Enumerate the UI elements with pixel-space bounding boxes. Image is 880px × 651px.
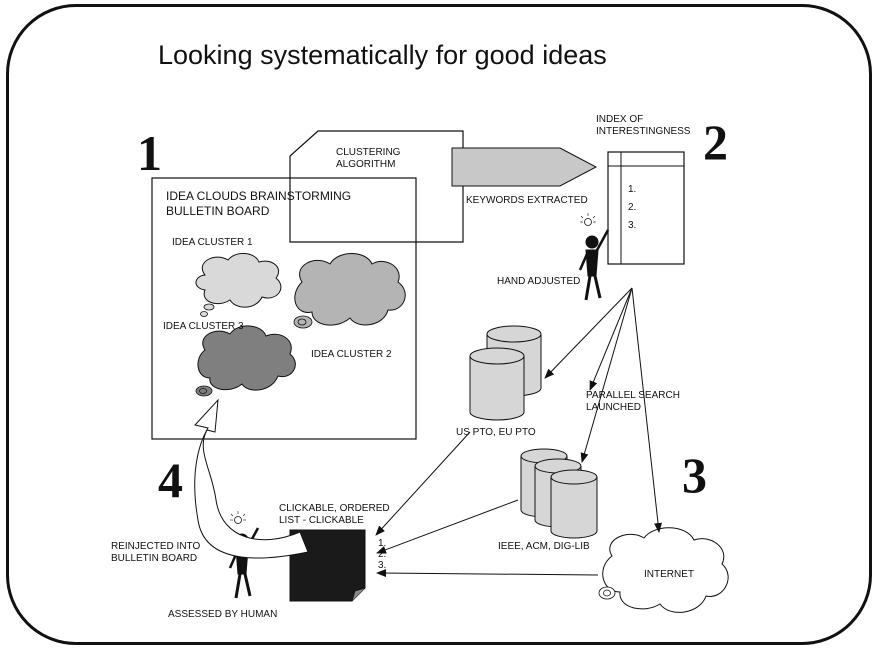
idea-cloud-1 (195, 253, 282, 317)
step-1-number: 1 (137, 125, 162, 181)
index-items: 1. 2. 3. (628, 181, 636, 235)
parallel-search-label-line2: LAUNCHED (586, 402, 642, 413)
idea-cluster-3-label: IDEA CLUSTER 3 (163, 321, 244, 332)
result-item: 2. (378, 549, 387, 560)
parallel-search-label: PARALLEL SEARCH LAUNCHED (586, 390, 680, 414)
index-document (607, 151, 685, 265)
page-title: Looking systematically for good ideas (158, 40, 607, 70)
index-label-line2: INTERESTINGNESS (596, 126, 691, 137)
internet-label: INTERNET (644, 569, 694, 580)
index-item: 3. (628, 220, 637, 231)
libraries-label: IEEE, ACM, DIG-LIB (498, 541, 590, 552)
clickable-list-label: CLICKABLE, ORDERED LIST - CLICKABLE (279, 503, 390, 527)
index-label: INDEX OF INTERESTINGNESS (596, 114, 690, 138)
index-item: 1. (628, 184, 637, 195)
keywords-extracted-label: KEYWORDS EXTRACTED (466, 195, 588, 206)
search-arrows (544, 287, 662, 533)
step-4-number: 4 (158, 452, 183, 508)
clustering-algorithm-card (289, 130, 464, 243)
person-figure-hand-adjusted (578, 213, 610, 301)
reinjected-label-line1: REINJECTED INTO (111, 541, 201, 552)
hand-adjusted-label: HAND ADJUSTED (497, 276, 581, 287)
clickable-label-line2: LIST - CLICKABLE (279, 515, 364, 526)
bulletin-board-label-line1: IDEA CLOUDS BRAINSTORMING (166, 189, 352, 203)
parallel-search-label-line1: PARALLEL SEARCH (586, 390, 680, 401)
clustering-algorithm-label: CLUSTERING ALGORITHM (336, 147, 400, 171)
reinject-arrow (194, 398, 309, 559)
index-item: 2. (628, 202, 637, 213)
bulletin-board-label-line2: BULLETIN BOARD (166, 204, 270, 218)
clustering-label-line1: CLUSTERING (336, 147, 401, 158)
clickable-label-line1: CLICKABLE, ORDERED (279, 503, 390, 514)
database-libraries (520, 448, 598, 539)
internet-cloud (598, 527, 729, 613)
idea-cloud-2 (293, 253, 406, 329)
clustering-label-line2: ALGORITHM (336, 159, 396, 170)
idea-cloud-3 (195, 325, 296, 397)
database-patent-offices (469, 325, 542, 421)
idea-cluster-1-label: IDEA CLUSTER 1 (172, 237, 253, 248)
step-2-number: 2 (703, 114, 728, 170)
keyword-arrow (451, 147, 598, 187)
reinjected-label: REINJECTED INTO BULLETIN BOARD (111, 541, 200, 565)
bulletin-board-label: IDEA CLOUDS BRAINSTORMING BULLETIN BOARD (166, 189, 351, 219)
patent-offices-label: US PTO, EU PTO (456, 427, 536, 438)
assessed-by-human-label: ASSESSED BY HUMAN (168, 609, 278, 620)
rounded-frame (6, 4, 872, 645)
index-label-line1: INDEX OF (596, 114, 644, 125)
result-items: 1. 2. 3. (378, 538, 386, 571)
step-3-number: 3 (682, 447, 707, 503)
result-arrows (375, 431, 599, 578)
bulletin-board (151, 177, 417, 440)
reinjected-label-line2: BULLETIN BOARD (111, 553, 198, 564)
result-item: 1. (378, 538, 387, 549)
result-item: 3. (378, 560, 387, 571)
idea-cluster-2-label: IDEA CLUSTER 2 (311, 349, 392, 360)
